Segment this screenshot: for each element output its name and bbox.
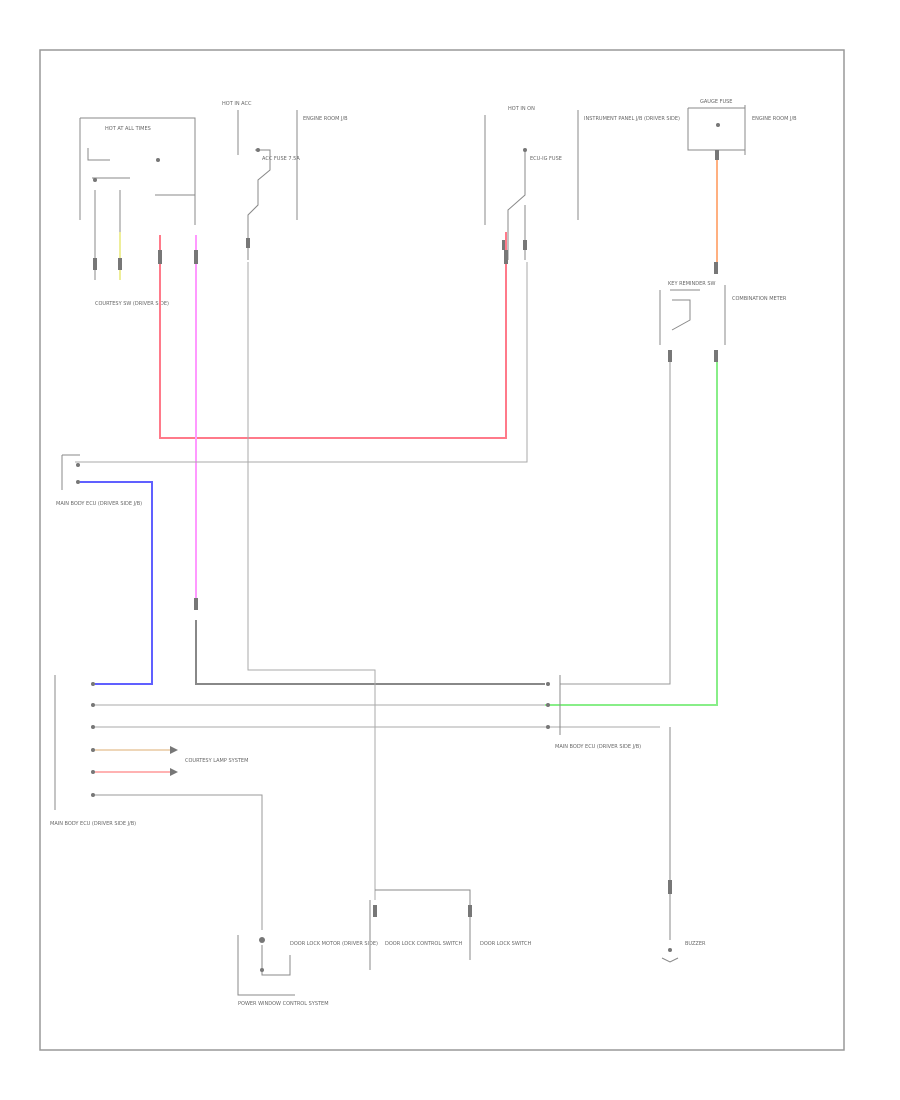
label-hot-in-acc: HOT IN ACC: [222, 101, 252, 107]
label-fuse-top-left: HOT AT ALL TIMES: [105, 126, 151, 132]
label-buzzer: BUZZER: [685, 941, 706, 947]
label-courtesy-switch: COURTESY SW (DRIVER SIDE): [95, 301, 169, 307]
diagram-frame: [39, 49, 845, 1051]
door-lock-left: DOOR LOCK MOTOR (DRIVER SIDE) POWER WIND…: [237, 935, 378, 1007]
door-lock-mid: DOOR LOCK CONTROL SWITCH DOOR LOCK SWITC…: [369, 889, 532, 970]
label-ecu-main: MAIN BODY ECU (DRIVER SIDE J/B): [50, 821, 136, 827]
ecu-right-block: MAIN BODY ECU (DRIVER SIDE J/B): [546, 675, 641, 750]
label-courtesy-ref: COURTESY LAMP SYSTEM: [185, 758, 248, 764]
wire-light-acc: [247, 262, 376, 900]
ecu-left-block: MAIN BODY ECU (DRIVER SIDE J/B) MAIN BOD…: [50, 454, 142, 827]
wire-gray-main: [195, 620, 545, 685]
label-engine-room-box: ENGINE ROOM J/B: [303, 116, 348, 122]
label-engine-room-jb2: ENGINE ROOM J/B: [752, 116, 797, 122]
wire-green: [545, 362, 718, 706]
label-combination-meter: COMBINATION METER: [732, 296, 787, 302]
wire-gray-right: [560, 362, 671, 685]
wire-light-ecu: [75, 262, 528, 463]
label-instr-panel-jb: INSTRUMENT PANEL J/B (DRIVER SIDE): [584, 116, 680, 122]
label-door-lock-mid: DOOR LOCK CONTROL SWITCH: [385, 941, 463, 947]
courtesy-switch-block: COURTESY SW (DRIVER SIDE) HOT AT ALL TIM…: [79, 117, 196, 307]
label-ecu-right: MAIN BODY ECU (DRIVER SIDE J/B): [555, 744, 641, 750]
wire-blue: [80, 481, 153, 685]
wire-red: [159, 232, 507, 439]
label-gauge-fuse: GAUGE FUSE: [700, 99, 732, 105]
label-ecu-left: MAIN BODY ECU (DRIVER SIDE J/B): [56, 501, 142, 507]
label-power-window: POWER WINDOW CONTROL SYSTEM: [238, 1001, 329, 1007]
label-acc-fuse: ACC FUSE 7.5A: [262, 156, 300, 162]
label-key-reminder: KEY REMINDER SW: [668, 281, 715, 287]
label-ecu-fuse: ECU-IG FUSE: [530, 156, 562, 162]
combination-meter-block: COMBINATION METER KEY REMINDER SW: [659, 262, 787, 362]
label-door-lock-right: DOOR LOCK SWITCH: [480, 941, 532, 947]
acc-fuse-block: HOT IN ACC ACC FUSE 7.5A ENGINE ROOM J/B: [222, 101, 348, 260]
gauge-fuse-block: GAUGE FUSE ENGINE ROOM J/B: [687, 99, 797, 160]
ecu-ig-fuse-block: HOT IN ON ECU-IG FUSE INSTRUMENT PANEL J…: [484, 106, 680, 260]
buzzer-block: BUZZER: [661, 941, 706, 963]
label-door-lock-left: DOOR LOCK MOTOR (DRIVER SIDE): [290, 941, 378, 947]
label-hot-in-on: HOT IN ON: [508, 106, 535, 112]
